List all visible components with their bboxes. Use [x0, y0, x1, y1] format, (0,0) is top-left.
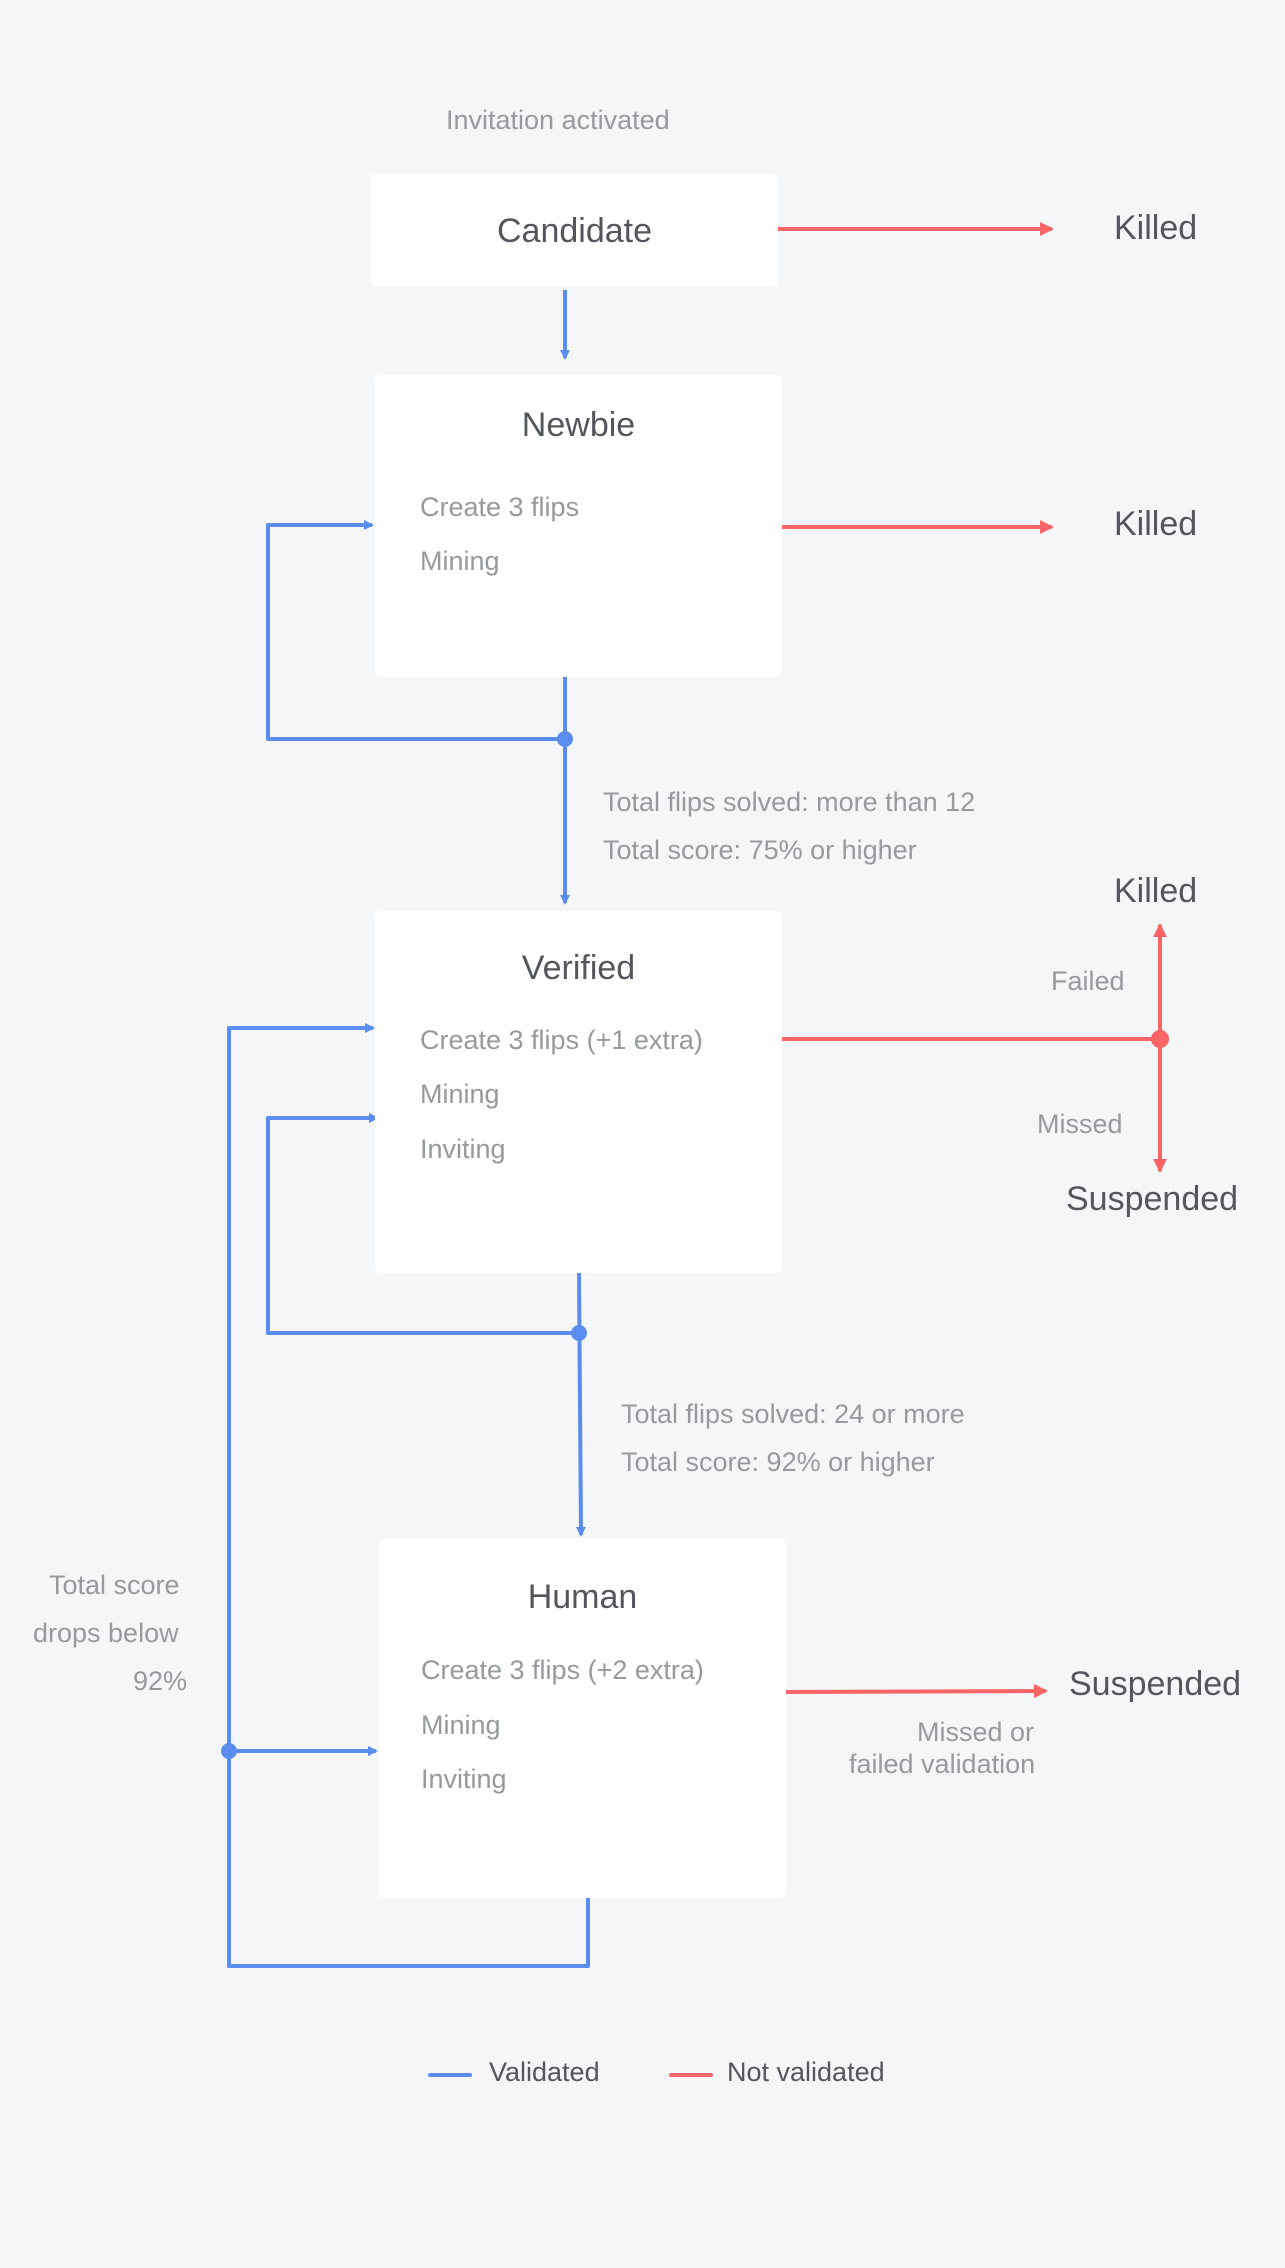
verified-requirement: Mining: [420, 1079, 500, 1109]
verified-to-human-condition: Total score: 92% or higher: [621, 1447, 935, 1477]
newbie-requirement: Mining: [420, 546, 500, 576]
human-missed-label: failed validation: [849, 1749, 1036, 1779]
verified-state-title: Verified: [521, 949, 636, 987]
verified-missed-label: Missed: [1037, 1109, 1123, 1139]
newbie-to-verified-condition: Total flips solved: more than 12: [603, 787, 976, 817]
newbie-to-verified-condition: Total score: 75% or higher: [603, 835, 917, 865]
verified-loop-arrow: [266, 1113, 579, 1335]
human-branch-dot: [221, 1743, 237, 1759]
human-drop-condition: Total score: [49, 1570, 180, 1600]
validated-legend-label: Validated: [489, 2057, 600, 2087]
human-drop-condition: drops below: [33, 1618, 179, 1648]
human-drop-condition: 92%: [133, 1666, 188, 1696]
verified-state-box: Verified Create 3 flips (+1 extra) Minin…: [375, 911, 782, 1273]
newbie-requirement: Create 3 flips: [420, 492, 580, 522]
verified-to-human-arrow: [575, 1272, 586, 1537]
newbie-branch-dot: [557, 731, 573, 747]
human-state-box: Human Create 3 flips (+2 extra) Mining I…: [379, 1538, 786, 1898]
human-missed-label: Missed or: [917, 1717, 1035, 1747]
human-suspended-label: Suspended: [1069, 1665, 1242, 1703]
human-state-title: Human: [527, 1578, 638, 1616]
not-validated-legend-swatch: [669, 2073, 713, 2077]
candidate-state-title: Candidate: [496, 212, 652, 250]
verified-failed-label: Failed: [1051, 966, 1125, 996]
candidate-killed-label: Killed: [1114, 209, 1198, 247]
newbie-killed-label: Killed: [1114, 505, 1198, 543]
not-validated-legend-label: Not validated: [727, 2057, 885, 2087]
start-label: Invitation activated: [446, 105, 670, 135]
human-suspended-arrow: [785, 1684, 1048, 1699]
newbie-loop-arrow: [266, 520, 565, 741]
verified-to-human-condition: Total flips solved: 24 or more: [621, 1399, 965, 1429]
newbie-state-title: Newbie: [521, 406, 636, 444]
verified-red-branch-dot: [1151, 1030, 1169, 1048]
human-requirement: Inviting: [421, 1764, 507, 1794]
verified-suspended-label: Suspended: [1066, 1180, 1239, 1218]
validated-legend-swatch: [428, 2073, 472, 2077]
human-requirement: Create 3 flips (+2 extra): [421, 1655, 704, 1685]
human-demotion-arrow: [227, 1023, 590, 1968]
human-requirement: Mining: [421, 1710, 501, 1740]
verified-requirement: Create 3 flips (+1 extra): [420, 1025, 703, 1055]
verified-killed-label: Killed: [1114, 872, 1198, 910]
verified-branch-dot: [571, 1325, 587, 1341]
newbie-state-box: Newbie Create 3 flips Mining: [375, 375, 782, 677]
verified-requirement: Inviting: [420, 1134, 506, 1164]
candidate-state-box: Candidate: [371, 174, 778, 287]
